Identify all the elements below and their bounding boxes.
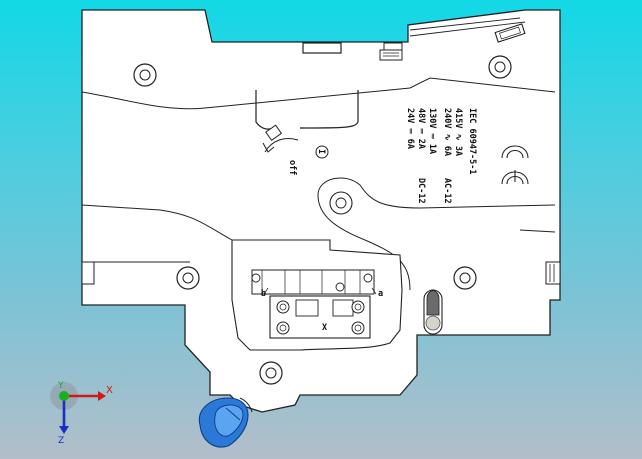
rating-text-block: IEC 60947-5-1 415V ∿ 3A 240V ∿ 6A AC-12 … <box>405 108 477 204</box>
terminal-mark: X <box>322 323 327 333</box>
mounting-hole-mid-left <box>176 266 200 290</box>
middle-contour-line <box>81 204 330 241</box>
y-axis-dot <box>59 391 69 401</box>
rating-dc-category: DC-12 <box>416 178 426 204</box>
upper-contour-line <box>81 77 556 110</box>
dc-arc-symbol <box>501 170 529 185</box>
terminal-block: X b a <box>251 269 383 339</box>
pivot-boss <box>329 191 353 215</box>
lobe-contour <box>317 177 556 291</box>
top-right-latch <box>494 23 526 43</box>
z-axis-label: Z <box>58 436 64 446</box>
mounting-hole-top-right <box>488 55 512 79</box>
x-axis-label: X <box>106 385 113 396</box>
ac-arc-symbol <box>501 145 529 159</box>
operating-knob[interactable] <box>198 397 249 448</box>
rating-dc-row-2: 48V ═ 2A <box>416 108 426 149</box>
mounting-hole-bottom <box>259 361 283 385</box>
rating-ac-row-2: 240V ∿ 6A <box>442 108 452 156</box>
mounting-hole-mid-right <box>453 266 477 290</box>
knob-neck <box>239 397 253 413</box>
z-axis-head <box>59 426 69 434</box>
top-right-edge <box>409 17 526 37</box>
off-label: off <box>287 160 297 175</box>
axis-triad: X Y Z <box>50 381 113 446</box>
mounting-hole-top-left <box>133 63 157 87</box>
on-symbol-text: I <box>316 149 326 154</box>
switch-lever <box>265 124 283 141</box>
top-slot <box>302 42 342 54</box>
rating-ac-category: AC-12 <box>442 178 452 204</box>
rating-dc-row-1: 130V ═ 1A <box>427 108 437 154</box>
on-symbol: I <box>315 145 329 159</box>
off-arrow <box>262 142 275 153</box>
left-side-tab <box>81 261 95 285</box>
tab-ribs <box>383 52 399 57</box>
terminal-letter-right: a <box>378 289 383 299</box>
rating-ac-row-1: 415V ∿ 3A <box>453 108 463 156</box>
standard-label: IEC 60947-5-1 <box>467 108 477 175</box>
slot-hole <box>423 289 443 335</box>
x-axis-head <box>98 391 106 401</box>
terminal-letter-left: b <box>261 289 266 299</box>
y-axis-label: Y <box>57 381 64 391</box>
top-tab <box>379 49 403 61</box>
right-contour-line <box>519 229 556 233</box>
right-side-tab <box>545 261 561 285</box>
rating-dc-row-3: 24V ═ 6A <box>405 108 415 149</box>
